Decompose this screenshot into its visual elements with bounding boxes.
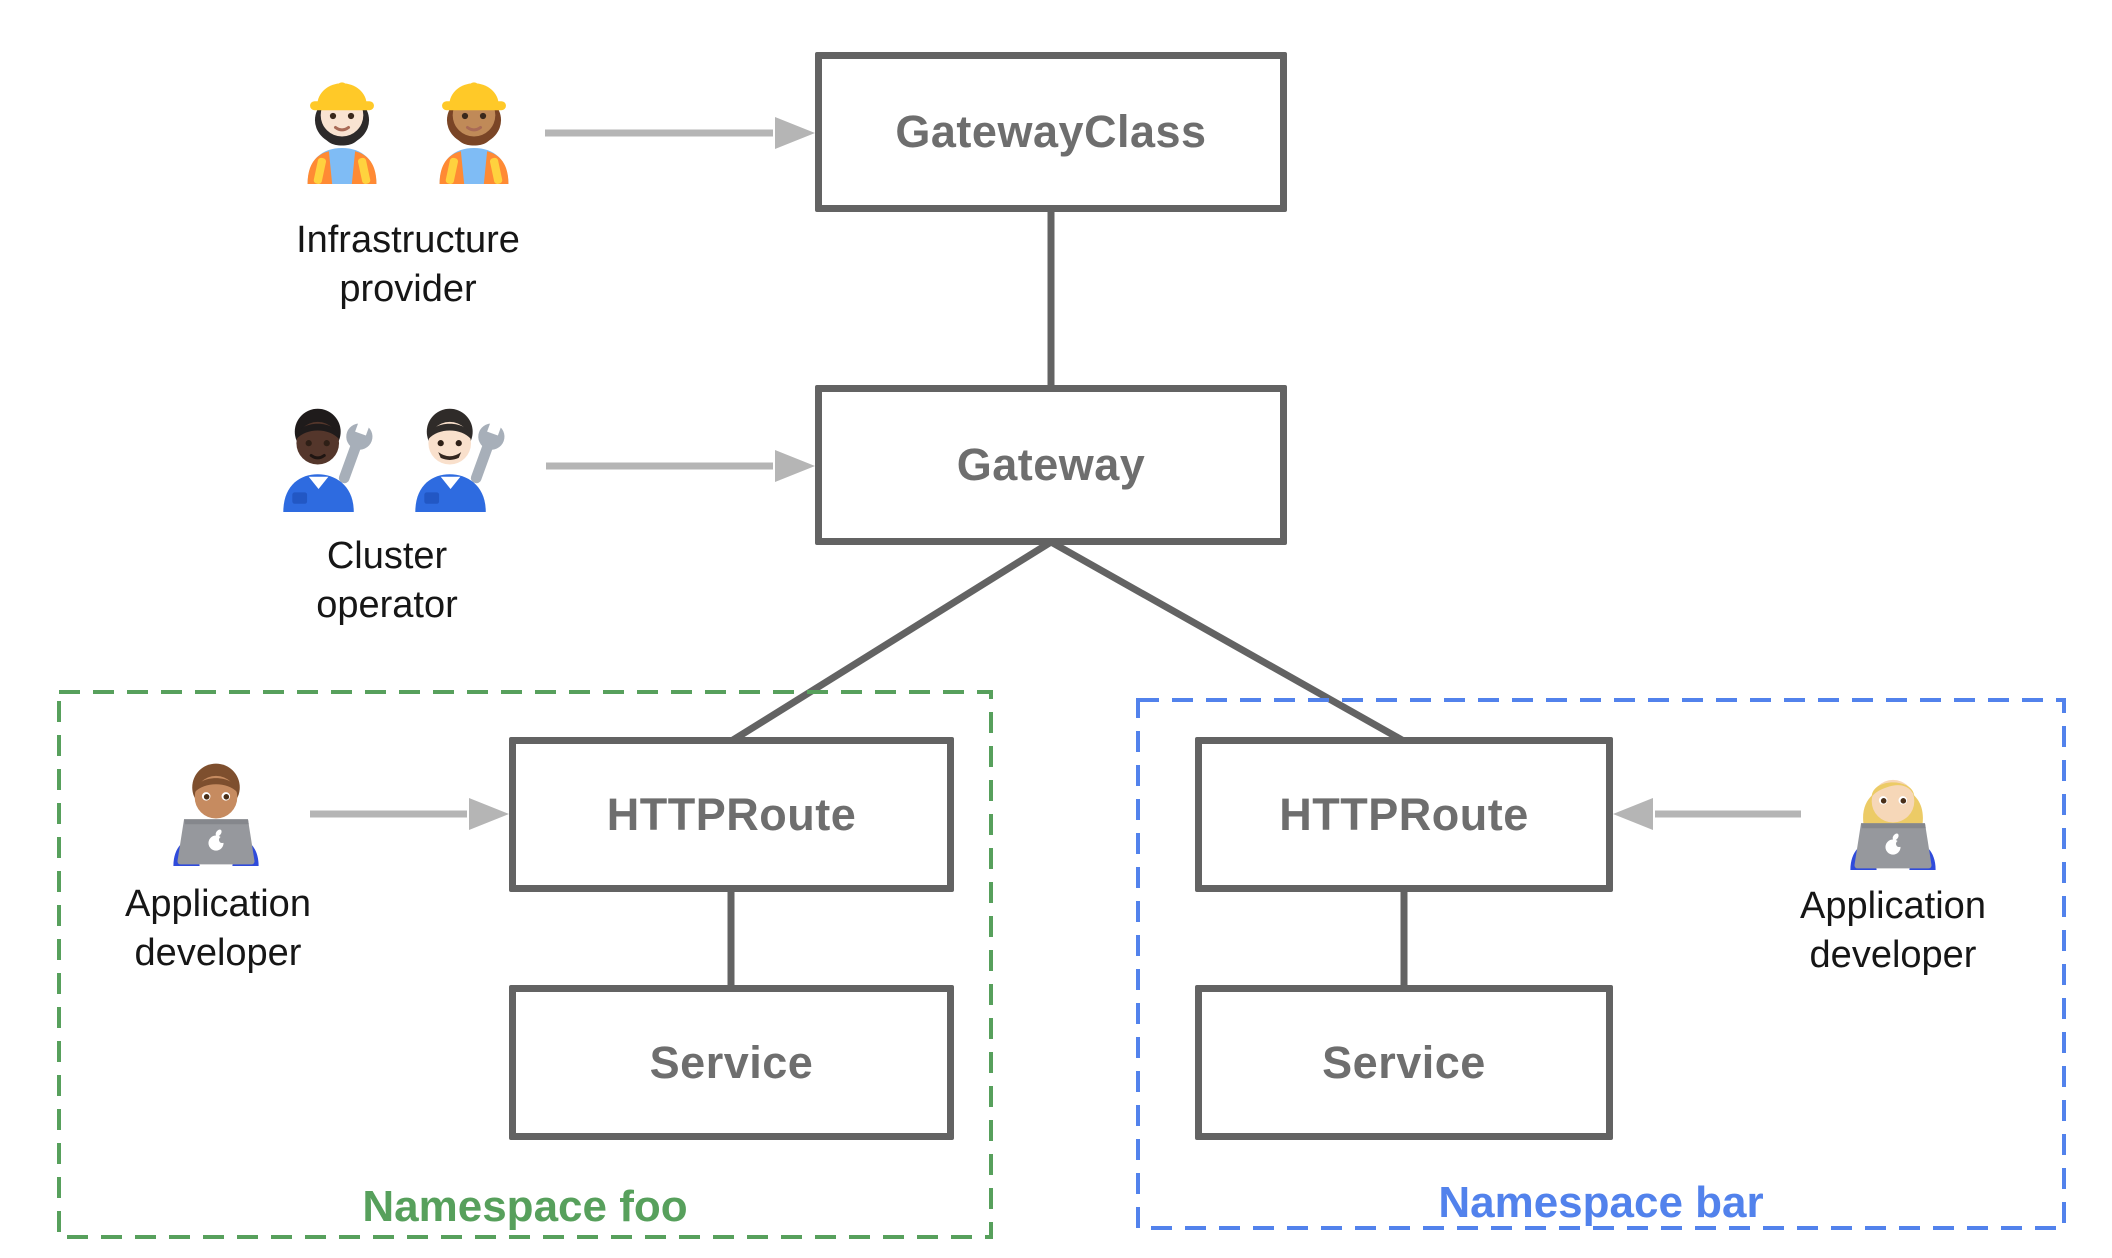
httproute-bar-node: HTTPRoute bbox=[1195, 737, 1613, 892]
infrastructure-provider-label: Infrastructure provider bbox=[168, 216, 648, 314]
service-foo-label: Service bbox=[649, 1036, 814, 1088]
cluster-operator-emojis bbox=[262, 394, 512, 512]
gatewayclass-node: GatewayClass bbox=[815, 52, 1287, 212]
namespace-foo-boundary bbox=[57, 690, 993, 1239]
service-bar-label: Service bbox=[1322, 1036, 1486, 1088]
cluster-operator-label-line2: operator bbox=[316, 584, 458, 626]
service-bar-node: Service bbox=[1195, 985, 1613, 1140]
application-developer-bar-label-line1: Application bbox=[1800, 885, 1986, 927]
service-foo-node: Service bbox=[509, 985, 954, 1140]
namespace-foo-label: Namespace foo bbox=[362, 1182, 688, 1231]
man-mechanic-light-icon bbox=[394, 394, 512, 512]
arrow-infrastructure-provider-to-gatewayclass bbox=[545, 117, 815, 149]
woman-construction-worker-medium-icon bbox=[415, 66, 533, 184]
application-developer-bar-label: Application developer bbox=[1673, 882, 2112, 980]
namespace-bar-boundary bbox=[1136, 698, 2066, 1230]
application-developer-bar-label-line2: developer bbox=[1809, 934, 1977, 976]
gateway-node: Gateway bbox=[815, 385, 1287, 545]
application-developer-foo-label: Application developer bbox=[0, 880, 438, 978]
connector-gateway-httproute-bar bbox=[1049, 538, 1404, 744]
gatewayclass-label: GatewayClass bbox=[895, 106, 1207, 157]
arrow-application-developer-to-httproute-foo bbox=[310, 798, 509, 830]
gateway-label: Gateway bbox=[956, 439, 1146, 490]
infrastructure-provider-label-line2: provider bbox=[339, 268, 477, 310]
arrow-application-developer-to-httproute-bar bbox=[1613, 798, 1801, 830]
connector-gateway-httproute-foo bbox=[731, 539, 1053, 743]
person-mechanic-dark-icon bbox=[262, 394, 380, 512]
application-developer-foo-label-line1: Application bbox=[125, 883, 311, 925]
man-technologist-medium-icon bbox=[157, 748, 275, 866]
namespace-bar-label: Namespace bar bbox=[1438, 1178, 1764, 1227]
application-developer-bar-emoji bbox=[1834, 752, 1952, 870]
application-developer-foo-label-line2: developer bbox=[134, 932, 302, 974]
woman-technologist-blonde-icon bbox=[1834, 752, 1952, 870]
httproute-foo-label: HTTPRoute bbox=[606, 788, 857, 840]
infrastructure-provider-emojis bbox=[283, 66, 533, 184]
arrow-cluster-operator-to-gateway bbox=[546, 450, 815, 482]
httproute-foo-node: HTTPRoute bbox=[509, 737, 954, 892]
woman-construction-worker-light-icon bbox=[283, 66, 401, 184]
cluster-operator-label: Cluster operator bbox=[147, 532, 627, 630]
cluster-operator-label-line1: Cluster bbox=[326, 535, 448, 577]
infrastructure-provider-label-line1: Infrastructure bbox=[296, 219, 520, 261]
httproute-bar-label: HTTPRoute bbox=[1279, 788, 1529, 840]
application-developer-foo-emoji bbox=[157, 748, 275, 866]
